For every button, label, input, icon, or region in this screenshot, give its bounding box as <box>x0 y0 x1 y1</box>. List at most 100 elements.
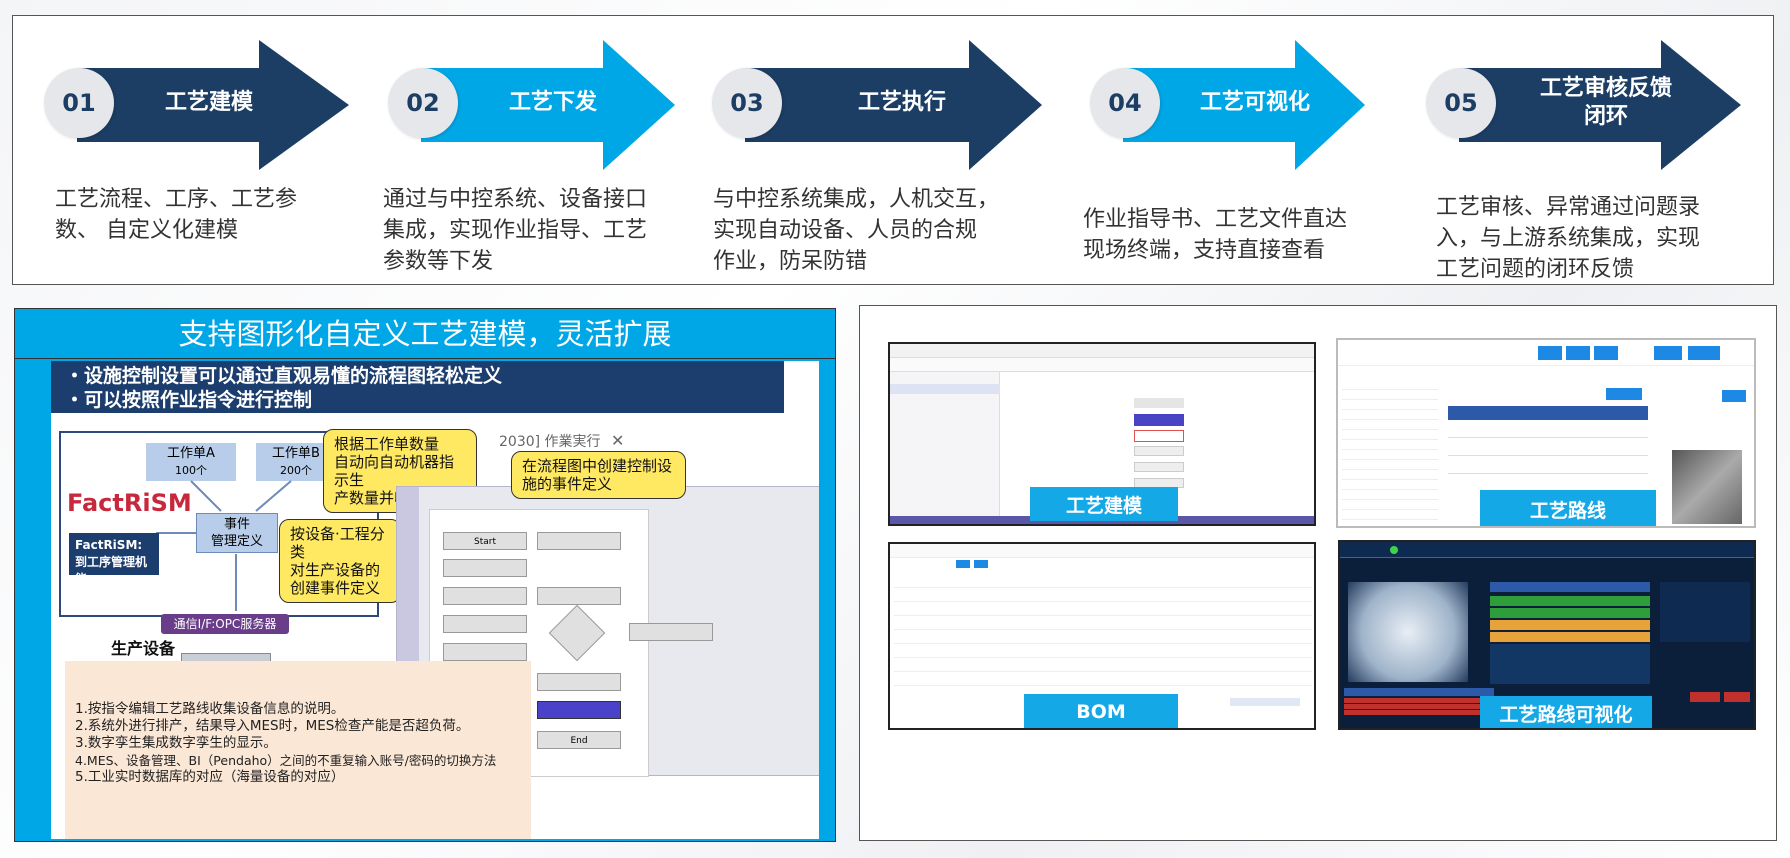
step-1-arrow <box>77 40 349 170</box>
routing-table <box>1448 420 1648 490</box>
step-3-description: 与中控系统集成，人机交互， 实现自动设备、人员的合规 作业，防呆防错 <box>713 184 1033 277</box>
step-5: 05 工艺审核反馈 闭环 工艺审核、异常通过问题录 入，与上游系统集成，实现 工… <box>1411 26 1741 282</box>
stop-button[interactable] <box>1690 692 1720 702</box>
close-icon[interactable]: ✕ <box>611 431 625 450</box>
notes-box: 1.按指令编辑工艺路线收集设备信息的说明。 2.系统外进行排产，结果导入MES时… <box>65 661 531 839</box>
desc-line: 工艺流程、工序、工艺参 <box>55 187 298 212</box>
viz-header <box>1340 542 1754 558</box>
step-4-description: 作业指导书、工艺文件直达 现场终端，支持直接查看 <box>1083 204 1383 266</box>
route-tree <box>1342 380 1438 520</box>
process-row-orange <box>1490 632 1650 642</box>
model-node-selected <box>1134 430 1184 442</box>
desc-line: 工艺问题的闭环反馈 <box>1436 257 1635 282</box>
reset-button[interactable] <box>1566 346 1590 360</box>
arrow-a-down <box>190 480 222 512</box>
workorder-b-name: 工作单B <box>272 446 320 461</box>
workorder-b: 工作单B 200个 <box>256 443 336 481</box>
step-3: 03 工艺执行 与中控系统集成，人机交互， 实现自动设备、人员的合规 作业，防呆… <box>697 26 1042 276</box>
process-list-body <box>1490 644 1650 684</box>
note-line: 4.MES、设备管理、BI（Pendaho）之间的不重复输入账号/密码的切换方法 <box>75 753 497 768</box>
process-row-orange <box>1490 620 1650 630</box>
window-toolbar <box>890 358 1314 372</box>
step-4-arrow <box>1123 40 1365 170</box>
machine-image <box>1672 450 1742 524</box>
desc-line: 工艺审核、异常通过问题录 <box>1436 195 1701 220</box>
step-5-arrow <box>1459 40 1741 170</box>
bom-search-button[interactable] <box>956 560 970 568</box>
screenshots-panel: 工艺建模 工艺路线 BOM <box>859 305 1777 841</box>
caption-process-modeling: 工艺建模 <box>1030 487 1178 521</box>
stop-button[interactable] <box>1724 692 1750 702</box>
process-row-green <box>1490 608 1650 618</box>
step-4: 04 工艺可视化 作业指导书、工艺文件直达 现场终端，支持直接查看 <box>1075 26 1395 276</box>
step-1-title: 工艺建模 <box>164 90 253 115</box>
factrism-box-line: 到工序管理机能 <box>75 555 148 586</box>
flow-node <box>443 587 527 605</box>
workorder-a-name: 工作单A <box>167 446 215 461</box>
banner-line: ・可以按照作业指令进行控制 <box>65 389 313 411</box>
flow-node-highlight <box>537 701 621 719</box>
step-1-arrow-shape <box>77 40 349 170</box>
workorder-b-qty: 200个 <box>280 464 312 477</box>
note-line: 2.系统外进行排产，结果导入MES时，MES检查产能是否超负荷。 <box>75 718 470 734</box>
modeling-slide: ・设施控制设置可以通过直观易懂的流程图轻松定义 ・可以按照作业指令进行控制 工作… <box>51 361 819 839</box>
flow-node <box>537 587 621 605</box>
callout-equipment: 按设备·工程分类 对生产设备的 创建事件定义 <box>279 519 401 603</box>
bottom-table-header <box>1344 688 1494 696</box>
production-equipment-label: 生产设备 <box>111 639 176 658</box>
event-box-line: 管理定义 <box>210 534 263 549</box>
step-2-description: 通过与中控系统、设备接口 集成，实现作业指导、工艺 参数等下发 <box>383 184 683 277</box>
process-steps-panel: 01 工艺建模 工艺流程、工序、工艺参 数、 自定义化建模 02 工艺下发 通过… <box>12 15 1774 285</box>
callout-line: 对生产设备的 <box>290 561 381 579</box>
legend-panel <box>1660 582 1750 642</box>
flow-node <box>443 643 527 661</box>
desc-line: 作业，防呆防错 <box>713 249 868 274</box>
step-2-title: 工艺下发 <box>508 90 597 115</box>
step-3-title: 工艺执行 <box>857 90 946 115</box>
model-node-active <box>1134 414 1184 426</box>
model-node <box>1134 462 1184 472</box>
flow-node-end: End <box>537 731 621 749</box>
flow-node <box>629 623 713 641</box>
bom-pagination[interactable] <box>1230 698 1300 706</box>
form-button[interactable] <box>1722 390 1746 402</box>
window-sidebar <box>890 372 1000 524</box>
workorder-a: 工作单A 100个 <box>146 443 236 481</box>
desc-line: 通过与中控系统、设备接口 <box>383 187 648 212</box>
step-3-arrow <box>745 40 1042 170</box>
callout-line: 在流程图中创建控制设 <box>522 457 673 475</box>
dialog-title-text: 2030] 作業実行 <box>499 434 601 450</box>
flow-node <box>537 673 621 691</box>
title-line: 工艺审核反馈 <box>1539 76 1672 101</box>
factrism-function-box: FactRiSM: 到工序管理机能 <box>69 533 159 586</box>
step-1-description: 工艺流程、工序、工艺参 数、 自定义化建模 <box>55 184 355 246</box>
opc-server-label: 通信I/F:OPC服务器 <box>161 614 289 634</box>
desc-line: 现场终端，支持直接查看 <box>1083 238 1326 263</box>
step-3-number: 03 <box>712 68 782 138</box>
import-button[interactable] <box>1654 346 1682 360</box>
step-4-title: 工艺可视化 <box>1199 90 1310 115</box>
callout-line: 按设备·工程分类 <box>290 525 385 561</box>
caption-process-routing: 工艺路线 <box>1480 490 1656 526</box>
factrism-logo: FactRiSM <box>67 489 192 517</box>
bom-reset-button[interactable] <box>974 560 988 568</box>
screenshot-process-modeling: 工艺建模 <box>888 342 1316 526</box>
desc-line: 集成，实现作业指导、工艺 <box>383 218 648 243</box>
note-line: 3.数字孪生集成数字孪生的显示。 <box>75 735 277 751</box>
desc-line: 实现自动设备、人员的合规 <box>713 218 978 243</box>
process-list-header <box>1490 582 1650 592</box>
modeling-panel-title: 支持图形化自定义工艺建模，灵活扩展 <box>15 309 835 359</box>
desc-line: 数、 自定义化建模 <box>55 218 238 243</box>
bottom-table-red <box>1344 698 1494 716</box>
caption-bom: BOM <box>1024 694 1178 728</box>
screenshot-process-routing: 工艺路线 <box>1336 338 1756 528</box>
query-button[interactable] <box>1538 346 1562 360</box>
window-titlebar <box>890 344 1314 358</box>
routing-add-button[interactable] <box>1606 388 1642 400</box>
step-4-number: 04 <box>1090 68 1160 138</box>
download-button[interactable] <box>1688 346 1720 360</box>
flow-node <box>537 532 621 550</box>
export-button[interactable] <box>1594 346 1618 360</box>
step-3-arrow-shape <box>745 40 1042 170</box>
process-row-green <box>1490 596 1650 606</box>
